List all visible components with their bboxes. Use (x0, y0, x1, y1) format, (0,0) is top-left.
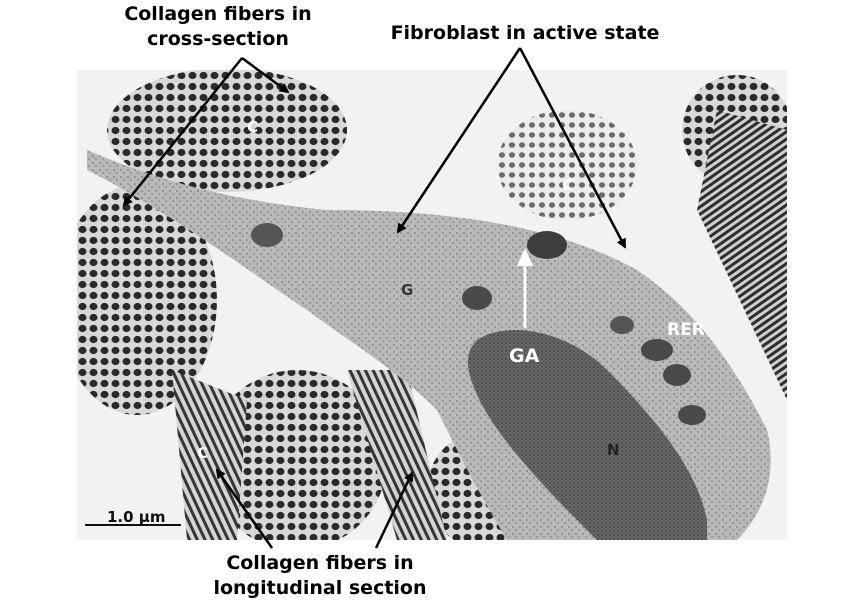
in-image-label-c: C (247, 118, 258, 136)
in-image-label-nucleus: N (607, 441, 620, 459)
collagen-longitudinal-right (697, 110, 787, 400)
in-image-label-golgi: G (401, 281, 413, 299)
mitochondrion (678, 405, 706, 425)
mitochondrion (610, 316, 634, 334)
electron-micrograph: C C C G GA RER N 1.0 μm (77, 70, 787, 540)
in-image-label-c: C (197, 444, 208, 462)
collagen-bundle-left (77, 185, 217, 415)
mitochondrion (527, 231, 567, 259)
label-collagen-cross-section: Collagen fibers in cross-section (98, 2, 338, 52)
label-collagen-long-line2: longitudinal section (213, 577, 427, 599)
nucleus (467, 330, 707, 540)
in-image-label-rer: RER (667, 320, 705, 340)
label-collagen-cross-line2: cross-section (147, 28, 289, 50)
mitochondrion (663, 364, 691, 386)
mitochondrion (641, 339, 673, 361)
label-fibroblast-active: Fibroblast in active state (390, 22, 660, 44)
scale-bar-label: 1.0 μm (107, 508, 165, 526)
mitochondrion (462, 286, 492, 310)
collagen-bundle-top-right (497, 110, 637, 220)
label-collagen-longitudinal: Collagen fibers in longitudinal section (185, 551, 455, 601)
ga-arrow-head (517, 248, 533, 266)
label-collagen-cross-line1: Collagen fibers in (124, 3, 312, 25)
mitochondrion (251, 223, 283, 247)
in-image-label-c: C (562, 176, 573, 194)
label-collagen-long-line1: Collagen fibers in (226, 552, 414, 574)
in-image-label-ga: GA (509, 345, 540, 367)
collagen-longitudinal-mid (347, 370, 447, 540)
